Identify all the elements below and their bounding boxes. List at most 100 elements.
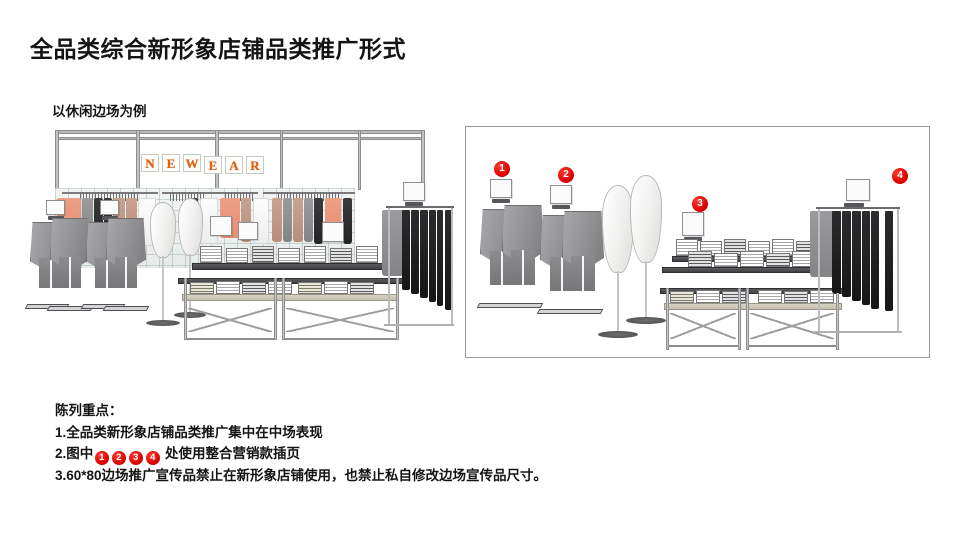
callout-sign-clip-4: [844, 203, 864, 207]
note-badge-4: 4: [145, 451, 160, 465]
trousers-5: [437, 210, 443, 306]
sign-letter-5: A: [225, 156, 243, 174]
trousers-3: [420, 210, 428, 298]
shelf-sign-3: [322, 222, 344, 242]
trousers-1: [402, 210, 410, 290]
table-leg-3: [282, 278, 285, 340]
folded-stack-f6: [324, 281, 348, 294]
sign-letter-2: E: [162, 154, 180, 172]
shelf-sign-1: [210, 216, 232, 236]
callout-rack-coat: [810, 211, 834, 277]
note-line-3: 3.60*80边场推广宣传品禁止在新形象店铺使用，也禁止私自修改边场宣传品尺寸。: [55, 465, 547, 487]
callout-stack-rb4: [766, 253, 790, 267]
callout-stack-rb2: [714, 253, 738, 267]
rack-leg-left: [388, 208, 390, 326]
callout-dress-form-2: [630, 175, 662, 263]
callout-torso-1b: [502, 205, 544, 293]
folded-stack-r3: [252, 246, 274, 263]
trousers-6: [445, 210, 452, 310]
callout-sign-1: [490, 179, 512, 198]
callout-table-leg-4: [836, 288, 839, 350]
note-badge-1: 1: [94, 451, 109, 465]
rail-post-4: [280, 130, 283, 190]
callout-rack-leg-right: [897, 209, 899, 333]
callout-stack-f5: [784, 291, 808, 303]
garment-tan-4: [272, 198, 282, 242]
rail-post-6: [421, 130, 425, 190]
callout-xbrace-1: [670, 313, 736, 339]
torso-sign-1: [46, 200, 65, 215]
table-xbrace-2: [286, 308, 394, 332]
rack-top-bar: [386, 206, 454, 208]
torso-legs-2: [58, 256, 82, 289]
rail-post-1: [55, 130, 59, 190]
torso-mannequin-2: [50, 218, 90, 296]
callout-xbrace-2: [750, 313, 834, 339]
shelf-sign-2: [238, 222, 258, 240]
callout-rack-bar: [816, 207, 900, 209]
callout-stack-f4: [758, 290, 782, 303]
callout-stand-2: [536, 309, 604, 314]
callout-trousers-1: [832, 211, 841, 293]
sign-letter-3: W: [183, 154, 201, 172]
hangers-left: [80, 192, 140, 201]
rack-coat: [382, 210, 404, 276]
callout-stack-rb3: [740, 251, 764, 267]
garment-gray-2: [283, 198, 292, 242]
callout-table-leg-1: [666, 288, 669, 350]
folded-stack-r5: [304, 246, 326, 263]
torso-stand-4: [102, 306, 150, 311]
garment-tan-5: [293, 198, 303, 242]
hangers-mid2: [225, 192, 255, 201]
callout-stack-rb1: [688, 251, 712, 267]
trousers-2: [411, 210, 419, 294]
callout-trousers-6: [885, 211, 893, 311]
callout-table-leg-3: [746, 288, 749, 350]
note-text: 1.全品类新形象店铺品类推广集中在中场表现: [55, 424, 323, 440]
callout-sign-3: [682, 212, 704, 236]
callout-trousers-4: [862, 211, 870, 305]
rack-foot: [384, 324, 454, 326]
folded-stack-r7: [356, 246, 378, 263]
callout-stack-f6: [810, 290, 834, 303]
table-stretcher-2: [284, 338, 396, 340]
callout-sign-clip-2: [552, 205, 570, 209]
callout-dress-form-2-base: [626, 317, 666, 324]
folded-stack-r4: [278, 248, 300, 263]
sign-letter-6: R: [246, 156, 264, 174]
folded-stack-r6: [330, 248, 352, 263]
folded-stack-f1: [190, 282, 214, 294]
callout-sign-clip-1: [492, 199, 510, 203]
callout-torso-legs-2b: [571, 255, 595, 292]
callout-stack-f1: [670, 291, 694, 303]
callout-torso-2b: [562, 211, 604, 299]
callout-dress-form-2-stem: [645, 261, 647, 319]
garment-gray-3: [304, 198, 313, 242]
rack-sign-clip: [405, 202, 423, 206]
table-leg-2: [274, 278, 277, 340]
page-title: 全品类综合新形象店铺品类推广形式: [30, 36, 406, 62]
dress-form-1: [150, 202, 176, 258]
folded-stack-f4: [268, 281, 292, 294]
rail-post-2: [136, 130, 140, 190]
table-leg-1: [184, 278, 187, 340]
folded-stack-f3: [242, 282, 266, 294]
callout-rack-foot: [814, 331, 902, 333]
table-leg-4: [396, 278, 399, 340]
display-table-top-rear: [192, 263, 407, 270]
torso-legs-3: [95, 258, 119, 288]
callout-trousers-2: [842, 211, 851, 297]
note-badge-2: 2: [111, 451, 126, 465]
note-badge-3: 3: [128, 451, 143, 465]
callout-stretcher-1: [668, 345, 738, 347]
dress-form-2: [178, 198, 203, 256]
callout-rack-leg-left: [818, 209, 820, 333]
callout-dress-form-1: [602, 185, 634, 273]
torso-legs-1: [39, 258, 63, 288]
callout-stack-f3: [722, 291, 746, 303]
rack-leg-right: [451, 208, 453, 326]
garment-dark-1: [94, 198, 103, 244]
